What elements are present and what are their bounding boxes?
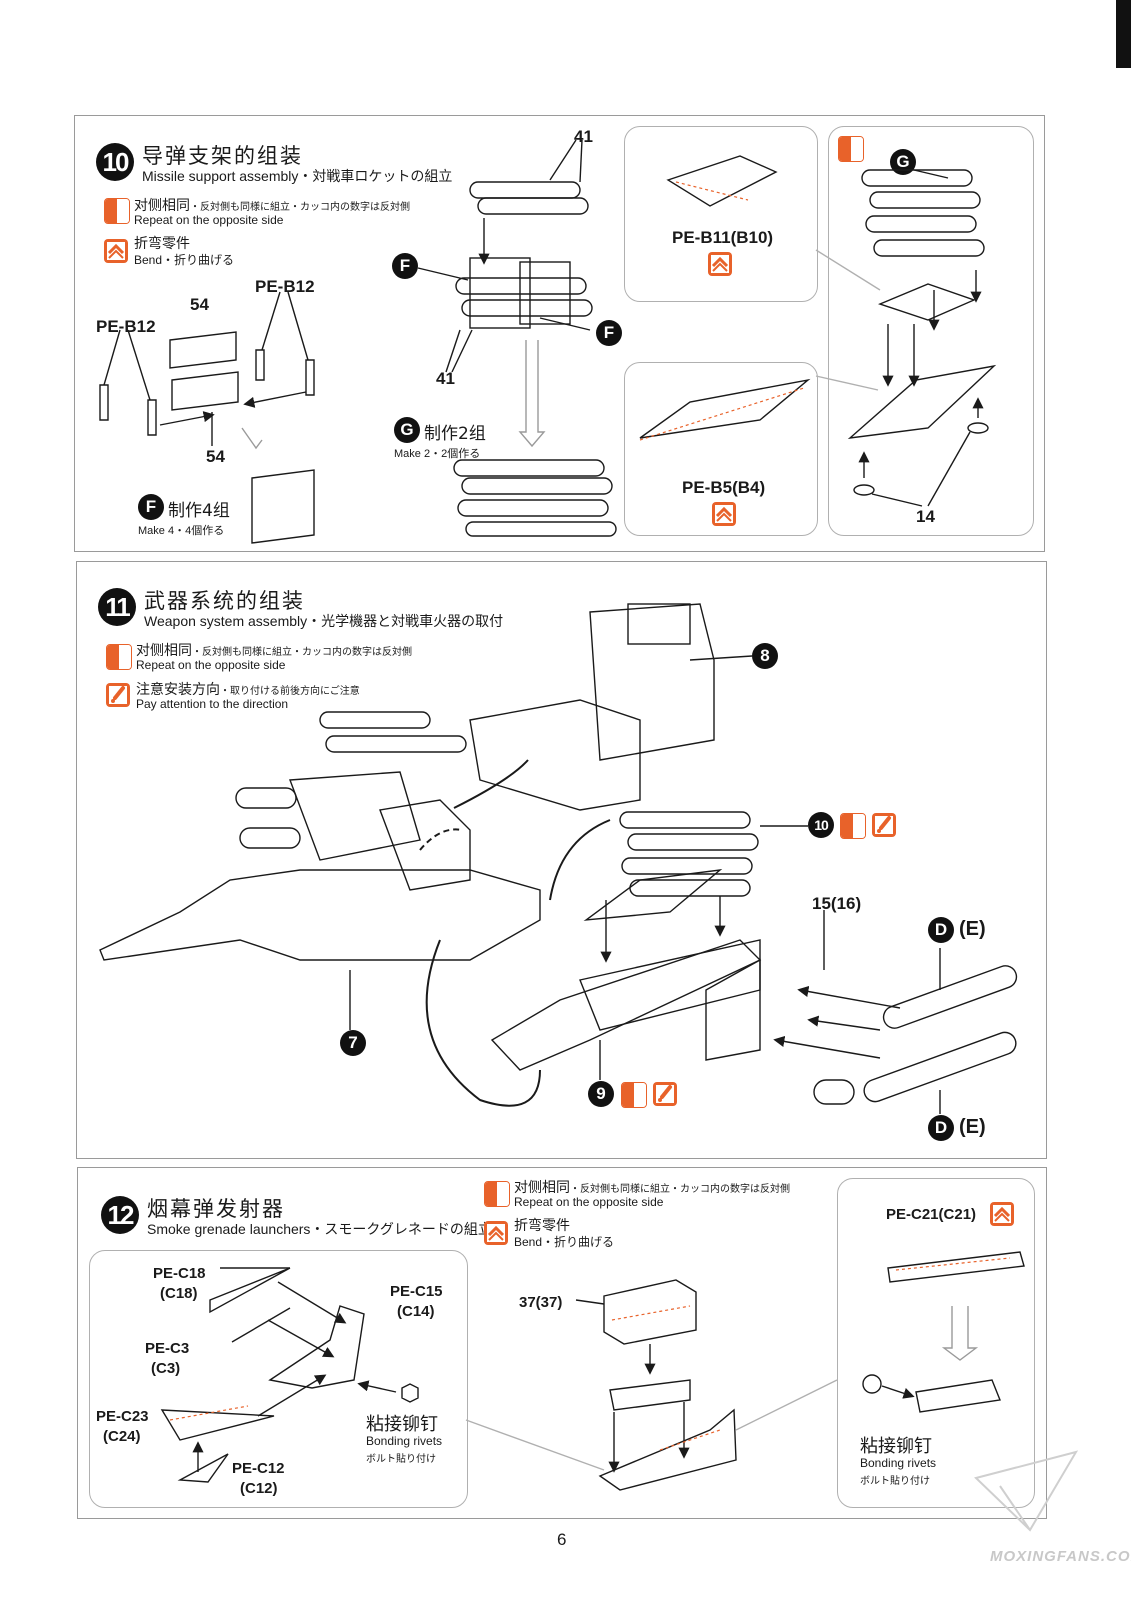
subassembly-d-badge: D (928, 917, 954, 943)
mirror-icon (104, 198, 130, 224)
attention-icon (106, 683, 130, 707)
mirror-icon (106, 644, 132, 670)
rivet-label-zh: 粘接铆钉 (366, 1414, 438, 1435)
step-11-legend-mirror: 对侧相同・反対側も同様に組立・カッコ内の数字は反対側 (136, 643, 412, 659)
step-12-detail-panel-right (837, 1178, 1035, 1508)
step-12-title-zh: 烟幕弹发射器 (147, 1197, 285, 1221)
subassembly-g-badge: G (394, 417, 420, 443)
attention-icon (653, 1082, 677, 1106)
step-12-legend-bend-en: Bend・折り曲げる (514, 1235, 615, 1249)
make-f-label: 制作4组 (168, 501, 230, 521)
watermark: MOXINGFANS.COM (990, 1548, 1131, 1565)
step-10-legend-bend-en: Bend・折り曲げる (134, 253, 235, 267)
step-12-title-en: Smoke grenade launchers・スモークグレネードの組立 (147, 1221, 492, 1237)
label-41-top: 41 (574, 127, 593, 146)
step-12-number: 12 (101, 1196, 139, 1234)
rivet-label-zh: 粘接铆钉 (860, 1436, 932, 1457)
bend-icon (712, 502, 736, 526)
ref-step-9-badge: 9 (588, 1081, 614, 1107)
rivet-label-jp: ボルト貼り付け (860, 1476, 930, 1487)
label-pe-c3: PE-C3 (145, 1340, 190, 1357)
step-11-legend-attn: 注意安装方向・取り付ける前後方向にご注意 (136, 682, 360, 698)
label-c18: (C18) (160, 1285, 198, 1302)
ref-step-10-badge: 10 (808, 812, 834, 838)
label-pe-c21: PE-C21(C21) (886, 1206, 977, 1223)
rivet-label-en: Bonding rivets (860, 1456, 937, 1470)
bend-icon (708, 252, 732, 276)
label-pe-b12-left: PE-B12 (96, 317, 156, 336)
label-pe-b5: PE-B5(B4) (682, 478, 766, 497)
step-10-legend-mirror: 对侧相同・反対側も同様に組立・カッコ内の数字は反対側 (134, 198, 410, 214)
bend-icon (990, 1202, 1014, 1226)
label-c24: (C24) (103, 1428, 141, 1445)
label-c12: (C12) (240, 1480, 278, 1497)
label-pe-c18: PE-C18 (153, 1265, 206, 1282)
step-12-legend-bend: 折弯零件 (514, 1218, 570, 1234)
subassembly-f-badge: F (138, 494, 164, 520)
label-54-bottom: 54 (206, 447, 225, 466)
label-pe-c15: PE-C15 (390, 1283, 443, 1300)
make-g-label-en: Make 2・2個作る (394, 448, 481, 460)
step-10-title-en: Missile support assembly・対戦車ロケットの組立 (142, 168, 453, 184)
subassembly-e-label: (E) (959, 1116, 986, 1138)
step-11-title-zh: 武器系统的组装 (144, 589, 305, 613)
label-pe-c23: PE-C23 (96, 1408, 149, 1425)
label-pe-b12-right: PE-B12 (255, 277, 315, 296)
subassembly-f-badge: F (392, 253, 418, 279)
step-10-detail-panel-right (828, 126, 1034, 536)
mirror-icon (621, 1082, 647, 1108)
subassembly-d-badge: D (928, 1115, 954, 1141)
step-10-legend-bend: 折弯零件 (134, 236, 190, 252)
label-c3: (C3) (151, 1360, 181, 1377)
ref-step-8-badge: 8 (752, 643, 778, 669)
make-f-label-en: Make 4・4個作る (138, 525, 225, 537)
label-14: 14 (916, 507, 935, 526)
label-pe-c12: PE-C12 (232, 1460, 285, 1477)
page-edge-bar (1116, 0, 1131, 68)
mirror-icon (484, 1181, 510, 1207)
mirror-icon (840, 813, 866, 839)
bend-icon (104, 239, 128, 263)
rivet-label-en: Bonding rivets (366, 1434, 443, 1448)
bend-icon (484, 1221, 508, 1245)
step-12-legend-mirror-en: Repeat on the opposite side (514, 1195, 664, 1209)
step-11-legend-attn-en: Pay attention to the direction (136, 697, 289, 711)
page-number: 6 (557, 1530, 567, 1549)
label-c14: (C14) (397, 1303, 435, 1320)
step-11-section (76, 561, 1047, 1159)
rivet-label-jp: ボルト貼り付け (366, 1454, 436, 1465)
attention-icon (872, 813, 896, 837)
step-11-number: 11 (98, 588, 136, 626)
mirror-icon (838, 136, 864, 162)
step-10-title-zh: 导弹支架的组装 (142, 144, 303, 168)
subassembly-e-label: (E) (959, 918, 986, 940)
step-10-number: 10 (96, 143, 134, 181)
label-15-16: 15(16) (812, 894, 862, 913)
label-pe-b11: PE-B11(B10) (672, 228, 774, 247)
make-g-label: 制作2组 (424, 424, 486, 444)
step-12-detail-panel-left (89, 1250, 468, 1508)
step-10-legend-mirror-en: Repeat on the opposite side (134, 213, 284, 227)
step-11-legend-mirror-en: Repeat on the opposite side (136, 658, 286, 672)
subassembly-f-badge: F (596, 320, 622, 346)
step-11-title-en: Weapon system assembly・光学機器と対戦車火器の取付 (144, 613, 504, 629)
ref-step-7-badge: 7 (340, 1030, 366, 1056)
label-41-bottom: 41 (436, 369, 455, 388)
label-54-top: 54 (190, 295, 209, 314)
label-37: 37(37) (519, 1294, 563, 1311)
step-12-legend-mirror: 对侧相同・反対側も同様に組立・カッコ内の数字は反対側 (514, 1180, 790, 1196)
